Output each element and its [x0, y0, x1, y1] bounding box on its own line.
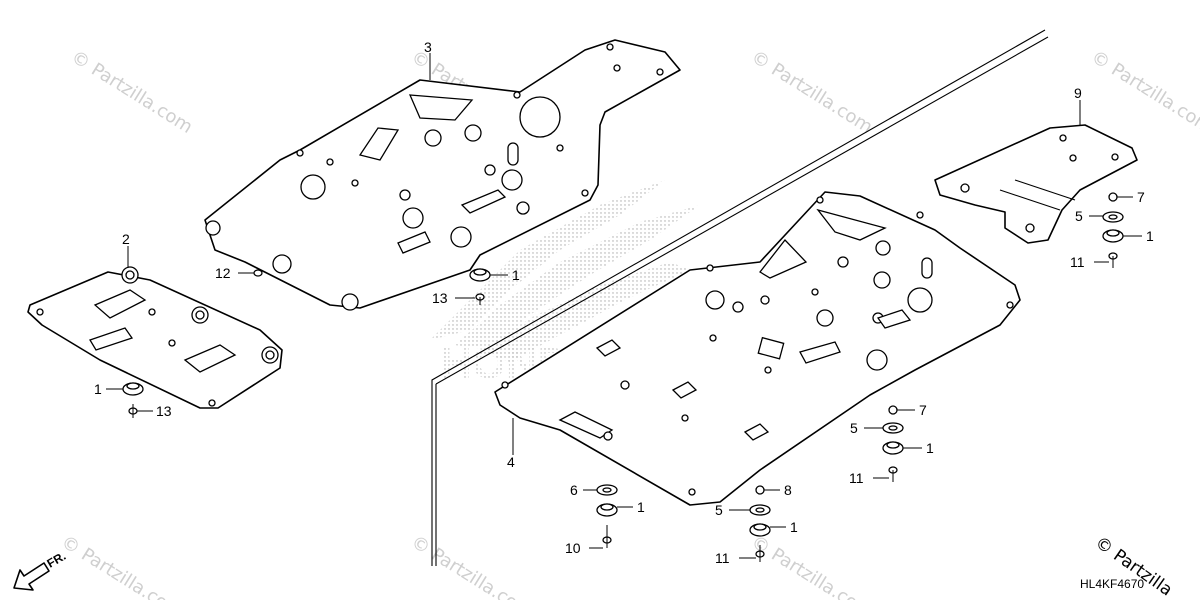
watermark-text: © Partzilla.com [407, 531, 536, 600]
mount-rubber [122, 382, 144, 396]
callout-4: 4 [507, 454, 515, 470]
bolt [475, 293, 485, 305]
fasteners [122, 192, 1124, 562]
callout-5: 5 [715, 502, 723, 518]
mount-rubber [749, 523, 771, 537]
callout-13: 13 [156, 403, 172, 419]
callout-11: 11 [1070, 254, 1085, 270]
callout-11: 11 [715, 550, 730, 566]
callout-5: 5 [850, 420, 858, 436]
leader-lines [106, 53, 1142, 559]
mount-rubber [1102, 229, 1124, 243]
collar [888, 405, 898, 415]
front-arrow-icon [13, 562, 50, 591]
callout-1: 1 [637, 499, 645, 515]
callout-7: 7 [919, 402, 927, 418]
watermark-text: © Partzilla.com [747, 531, 876, 600]
callout-7: 7 [1137, 189, 1145, 205]
collar [1108, 192, 1118, 202]
callout-5: 5 [1075, 208, 1083, 224]
callout-1: 1 [790, 519, 798, 535]
mount-rubber [882, 441, 904, 455]
callout-9: 9 [1074, 85, 1082, 101]
bolt [1108, 252, 1118, 268]
watermark-text: © Partzilla.com [67, 46, 196, 137]
bolt [755, 545, 765, 562]
skid-plate-lower [494, 191, 1021, 506]
diagram-code: HL4KF4670 [1080, 577, 1144, 591]
watermark-text: © Partzilla.com [1087, 46, 1200, 137]
callout-10: 10 [565, 540, 581, 556]
bolt [128, 404, 138, 418]
callout-6: 6 [570, 482, 578, 498]
callout-13: 13 [432, 290, 448, 306]
callout-11: 11 [849, 470, 864, 486]
watermark-text: © Partzilla.com [747, 46, 876, 137]
washer [1102, 211, 1124, 223]
callout-3: 3 [424, 39, 432, 55]
bolt [602, 525, 612, 548]
mount-rubber [469, 268, 491, 282]
front-direction-indicator: FR. [13, 549, 68, 591]
skid-plate-upper [204, 39, 681, 311]
callout-8: 8 [784, 482, 792, 498]
washer [882, 422, 904, 434]
collar [755, 485, 765, 495]
washer [596, 484, 618, 496]
bolt [253, 269, 263, 277]
watermark-text: © Partzilla.com [57, 531, 186, 600]
washer [749, 504, 771, 516]
callout-12: 12 [215, 265, 231, 281]
callouts: 3 2 4 9 12 1 13 1 13 7 5 1 11 7 5 1 11 6… [94, 39, 1154, 566]
callout-2: 2 [122, 231, 130, 247]
bracket-right [934, 124, 1138, 244]
callout-1: 1 [94, 381, 102, 397]
callout-1: 1 [512, 267, 520, 283]
bolt [888, 466, 898, 482]
mount-rubber [596, 503, 618, 517]
callout-1: 1 [1146, 228, 1154, 244]
frame-outline [431, 29, 1049, 566]
callout-1: 1 [926, 440, 934, 456]
plate-left [27, 266, 283, 409]
